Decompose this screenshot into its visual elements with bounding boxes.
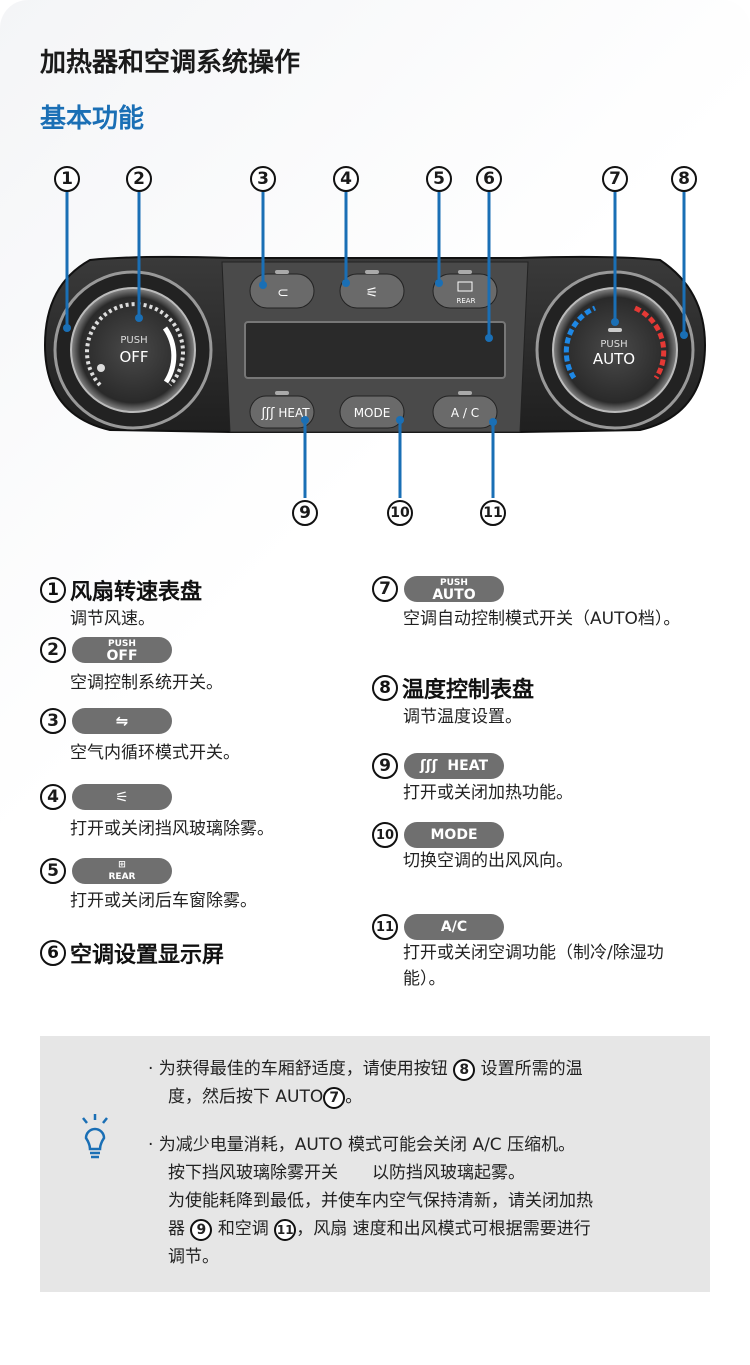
item-1-heading: 1 风扇转速表盘: [40, 574, 202, 606]
item-8-num: 8: [372, 675, 398, 701]
rear-defrost-button: REAR: [432, 270, 498, 309]
item-3-row: 3 ⇋: [40, 708, 172, 734]
recirc-icon: ⊂: [277, 285, 289, 301]
heat-button: ʃʃʃ HEAT: [249, 391, 315, 429]
item-2-desc: 空调控制系统开关。: [70, 673, 223, 693]
callout-8: 8: [671, 166, 697, 192]
mode-button: MODE: [339, 395, 405, 429]
heat-label: HEAT: [278, 406, 310, 420]
callout-1: 1: [54, 166, 80, 192]
note-bullet-2-line-3: 为使能耗降到最低，并使车内空气保持清新，请关闭加热: [168, 1191, 593, 1211]
mode-label: MODE: [354, 406, 391, 420]
note-bullet-2-line-4: 器 9 和空调 11，风扇 速度和出风模式可根据需要进行: [168, 1219, 591, 1241]
callout-9: 9: [292, 500, 318, 526]
item-1-num: 1: [40, 577, 66, 603]
note-box: · 为获得最佳的车厢舒适度，请使用按钮 8 设置所需的温 度，然后按下 AUTO…: [40, 1036, 710, 1292]
callout-6: 6: [476, 166, 502, 192]
left-dial-label: OFF: [119, 348, 148, 366]
item-5-desc: 打开或关闭后车窗除雾。: [70, 891, 257, 911]
item-4-desc: 打开或关闭挡风玻璃除雾。: [70, 819, 274, 839]
item-6-num: 6: [40, 940, 66, 966]
item-10-desc: 切换空调的出风风向。: [403, 851, 573, 871]
item-1-title: 风扇转速表盘: [70, 580, 203, 605]
ac-pill: A/C: [404, 914, 504, 940]
item-6-title: 空调设置显示屏: [70, 943, 225, 968]
left-dial-push: PUSH: [120, 335, 147, 346]
callout-2: 2: [126, 166, 152, 192]
heat-icon: ʃʃʃ: [260, 406, 275, 421]
item-11-row: 11 A/C: [372, 914, 504, 940]
note-bullet-2-line-5: 调节。: [168, 1247, 219, 1267]
callout-7: 7: [602, 166, 628, 192]
right-dial-label: AUTO: [593, 350, 635, 368]
item-2-num: 2: [40, 637, 66, 663]
defrost-pill-icon: ⚟: [72, 784, 172, 810]
page-title: 加热器和空调系统操作: [40, 48, 301, 78]
section-subtitle: 基本功能: [40, 104, 145, 134]
item-4-row: 4 ⚟: [40, 784, 172, 810]
item-9-desc: 打开或关闭加热功能。: [403, 783, 573, 803]
item-8-heading: 8 温度控制表盘: [372, 672, 534, 704]
item-7-num: 7: [372, 576, 398, 602]
ac-button: A / C: [432, 391, 498, 429]
callout-5: 5: [426, 166, 452, 192]
recirc-pill-icon: ⇋: [72, 708, 172, 734]
item-6-heading: 6 空调设置显示屏: [40, 937, 224, 969]
leader-dots: [63, 279, 688, 426]
item-5-row: 5 ⊞REAR: [40, 858, 172, 884]
callout-4: 4: [333, 166, 359, 192]
rear-label: REAR: [457, 297, 476, 305]
ac-label: A / C: [451, 406, 479, 420]
item-11-desc: 打开或关闭空调功能（制冷/除湿功能）。: [403, 943, 664, 989]
rear-window-icon: [457, 281, 473, 292]
item-7-desc: 空调自动控制模式开关（AUTO档）。: [403, 609, 681, 629]
mode-pill: MODE: [404, 822, 504, 848]
item-3-desc: 空气内循环模式开关。: [70, 743, 240, 763]
right-dial-push: PUSH: [600, 339, 627, 350]
leader-lines: [65, 190, 686, 498]
item-3-num: 3: [40, 708, 66, 734]
lightbulb-icon: [82, 1114, 108, 1159]
callout-11: 11: [480, 500, 506, 526]
item-8-title: 温度控制表盘: [402, 678, 535, 703]
item-4-num: 4: [40, 784, 66, 810]
item-9-num: 9: [372, 753, 398, 779]
callout-3: 3: [250, 166, 276, 192]
item-10-row: 10 MODE: [372, 822, 504, 848]
rear-window-icon: ⊞: [118, 860, 126, 870]
fan-icon: [97, 364, 105, 372]
defrost-button: ⚟: [339, 270, 405, 309]
display-screen: [244, 321, 506, 379]
item-10-num: 10: [372, 822, 398, 848]
item-8-desc: 调节温度设置。: [403, 707, 522, 727]
rear-pill: ⊞REAR: [72, 858, 172, 884]
heat-icon: ʃʃʃ: [419, 758, 438, 774]
note-bullet-2-line-2: 按下挡风玻璃除雾开关 以防挡风玻璃起雾。: [168, 1163, 525, 1183]
item-5-num: 5: [40, 858, 66, 884]
recirc-button: ⊂: [249, 270, 315, 309]
note-bullet-2-line-1: · 为减少电量消耗，AUTO 模式可能会关闭 A/C 压缩机。: [148, 1135, 576, 1155]
defrost-icon: ⚟: [366, 285, 379, 301]
note-bullet-1-line-1: · 为获得最佳的车厢舒适度，请使用按钮 8 设置所需的温: [148, 1059, 583, 1081]
item-11-num: 11: [372, 914, 398, 940]
callout-10: 10: [387, 500, 413, 526]
control-panel-diagram: PUSH OFF PUSH AUTO ⊂ ⚟ REAR: [43, 190, 707, 498]
item-1-desc: 调节风速。: [70, 609, 155, 629]
